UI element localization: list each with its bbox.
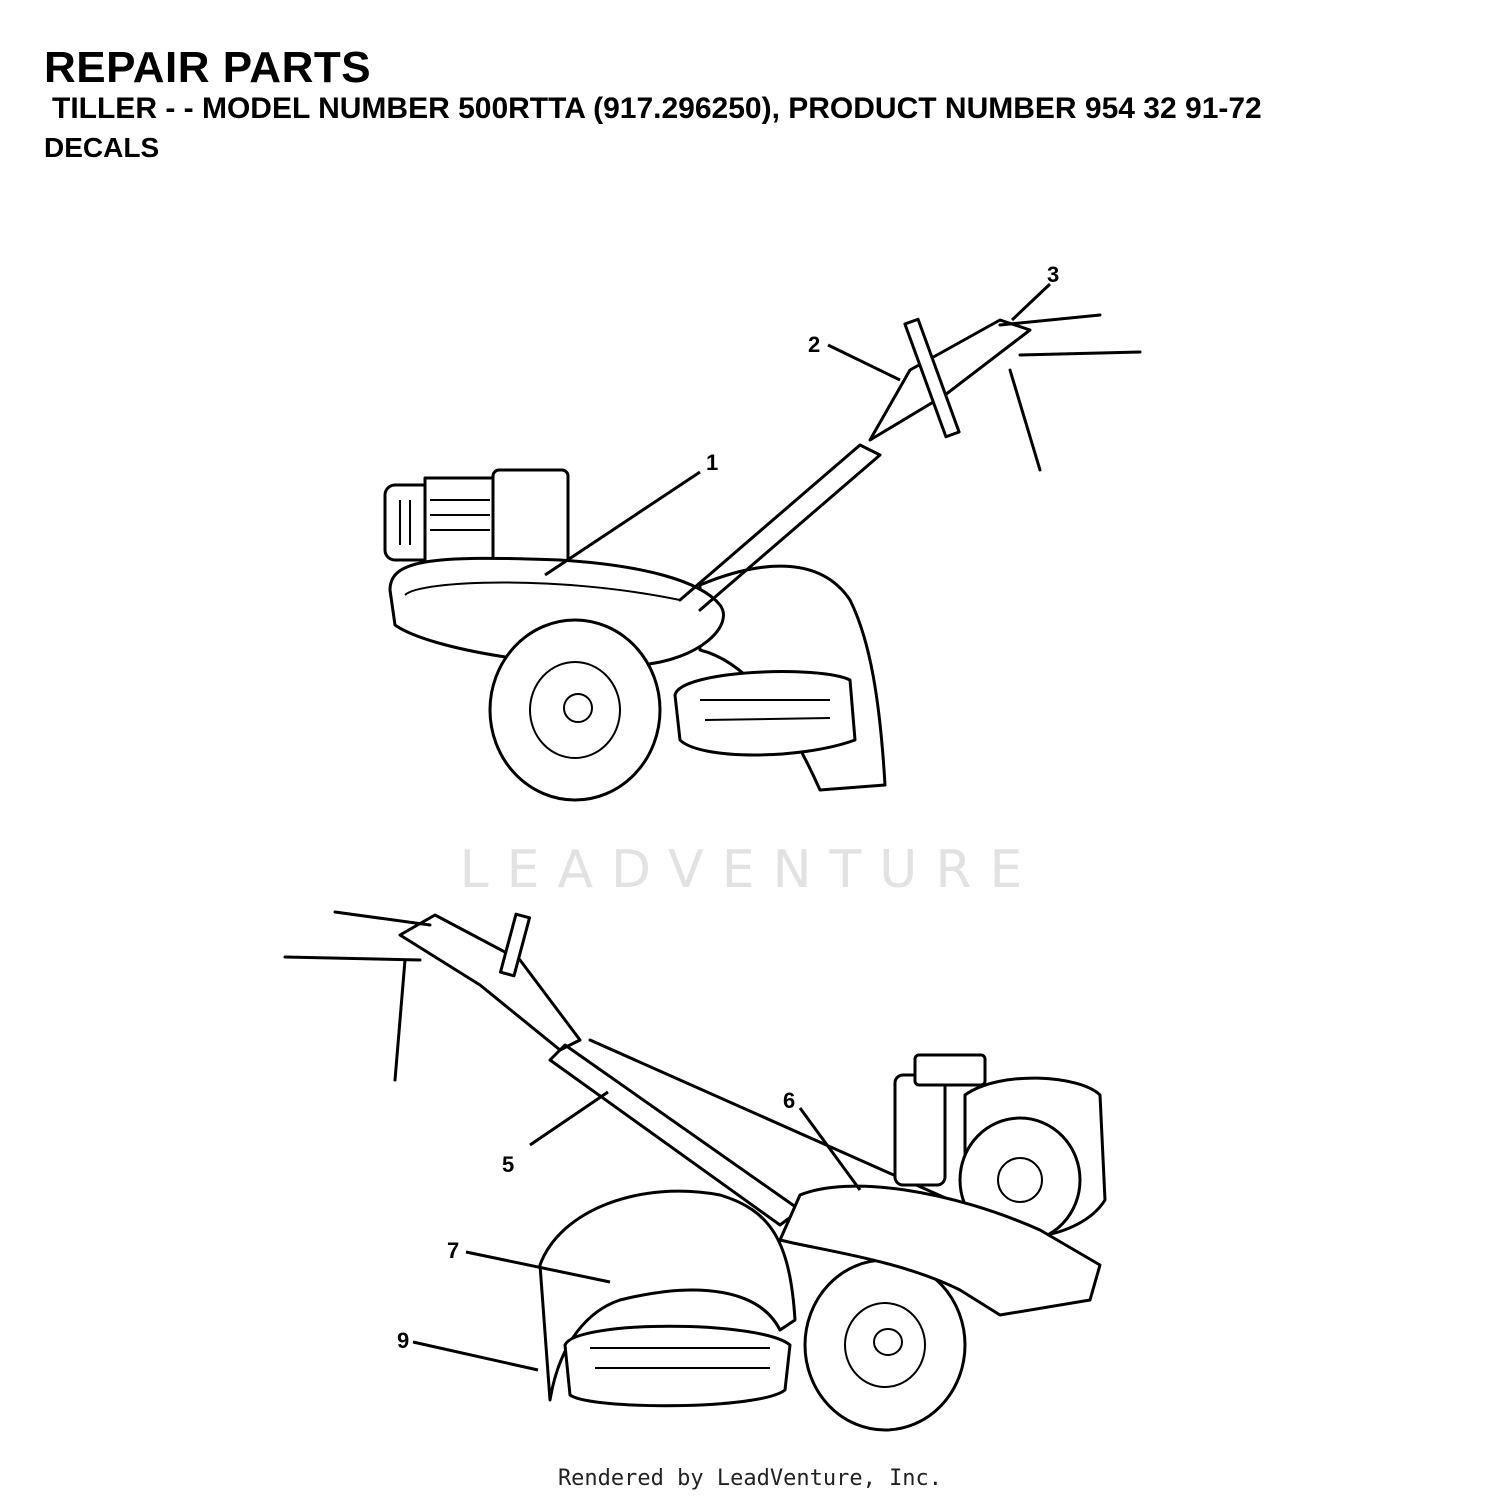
page-title: REPAIR PARTS <box>44 43 372 92</box>
callout-2: 2 <box>808 332 820 357</box>
callout-5: 5 <box>502 1152 514 1177</box>
footer-credit: Rendered by LeadVenture, Inc. <box>557 1466 943 1491</box>
section-title: DECALS <box>44 132 160 163</box>
lower-tiller-illustration <box>283 910 1107 1432</box>
callout-1: 1 <box>706 450 718 475</box>
callout-3: 3 <box>1047 262 1059 287</box>
leader-2 <box>827 343 901 382</box>
callout-9: 9 <box>397 1328 409 1353</box>
upper-tiller-illustration <box>383 313 1142 802</box>
leader-5 <box>529 1090 609 1147</box>
leader-3 <box>1010 282 1052 322</box>
watermark: LEADVENTURE <box>459 840 1041 900</box>
leader-1 <box>544 470 701 577</box>
model-subtitle: TILLER - - MODEL NUMBER 500RTTA (917.296… <box>52 92 1262 125</box>
leader-7 <box>465 1250 611 1284</box>
callout-7: 7 <box>447 1238 459 1263</box>
callout-6: 6 <box>783 1088 795 1113</box>
leader-9 <box>412 1340 539 1372</box>
leader-6 <box>798 1107 862 1191</box>
